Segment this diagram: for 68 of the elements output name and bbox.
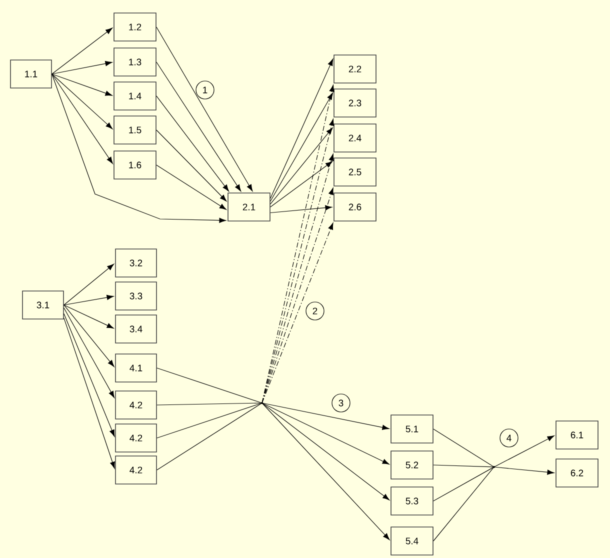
arrow xyxy=(262,402,390,540)
arrow xyxy=(156,62,242,192)
process-box: 1.2 xyxy=(114,12,156,42)
connector-line xyxy=(156,402,262,406)
process-box: 4.1 xyxy=(115,354,157,382)
process-box: 4.2 xyxy=(115,424,157,452)
arrow xyxy=(156,130,227,202)
arrow xyxy=(156,96,229,192)
arrow xyxy=(156,26,253,192)
arrow xyxy=(64,313,115,437)
process-box: 6.2 xyxy=(556,458,598,488)
callout-number: 4 xyxy=(500,428,518,448)
arrow xyxy=(494,436,554,468)
arrow xyxy=(270,92,334,202)
process-box: 6.1 xyxy=(556,420,598,450)
arrow xyxy=(64,318,115,469)
process-box: 3.1 xyxy=(22,290,64,320)
process-box: 5.1 xyxy=(390,414,434,444)
arrow xyxy=(52,74,226,223)
process-box: 2.5 xyxy=(334,158,376,186)
arrow xyxy=(270,128,333,204)
connector-line xyxy=(433,467,494,542)
arrow xyxy=(64,304,114,329)
connector-line xyxy=(433,428,494,468)
process-box: 2.3 xyxy=(334,88,376,118)
connector-line xyxy=(433,464,494,468)
process-box: 3.3 xyxy=(115,282,157,310)
process-box: 3.2 xyxy=(115,248,157,278)
process-box: 4.2 xyxy=(115,390,157,420)
arrow xyxy=(494,466,554,475)
connector-line xyxy=(156,402,262,470)
arrow xyxy=(52,28,113,74)
arrow xyxy=(64,308,115,398)
connector-line xyxy=(433,466,494,502)
arrow xyxy=(52,61,112,74)
process-box: 1.1 xyxy=(10,60,52,88)
arrow xyxy=(262,402,390,500)
process-box: 5.4 xyxy=(390,526,434,556)
process-box: 1.3 xyxy=(114,48,156,76)
connector-line xyxy=(156,368,262,404)
arrow xyxy=(64,264,114,306)
arrow xyxy=(262,402,390,465)
process-box: 2.6 xyxy=(334,192,376,222)
arrow xyxy=(262,402,390,430)
callout-number: 2 xyxy=(306,302,324,320)
connector-line xyxy=(156,402,262,438)
process-box: 4.2 xyxy=(115,456,157,484)
callout-number: 3 xyxy=(332,394,350,412)
arrow xyxy=(64,294,114,306)
arrow xyxy=(270,58,334,199)
arrow xyxy=(262,222,334,404)
arrow xyxy=(52,74,112,96)
process-box: 1.5 xyxy=(114,116,156,144)
arrow xyxy=(156,164,226,210)
process-box: 1.6 xyxy=(114,150,156,180)
arrow xyxy=(52,74,113,130)
process-box: 5.3 xyxy=(390,486,434,516)
process-box: 3.4 xyxy=(115,314,157,344)
arrow xyxy=(270,205,332,214)
process-box: 2.1 xyxy=(228,192,270,222)
arrow xyxy=(64,304,114,367)
arrow xyxy=(52,74,113,164)
process-box: 2.4 xyxy=(334,124,376,152)
arrow xyxy=(270,161,332,208)
callout-number: 1 xyxy=(196,80,214,100)
process-box: 2.2 xyxy=(334,54,376,84)
process-box: 5.2 xyxy=(390,450,434,480)
process-box: 1.4 xyxy=(114,82,156,110)
